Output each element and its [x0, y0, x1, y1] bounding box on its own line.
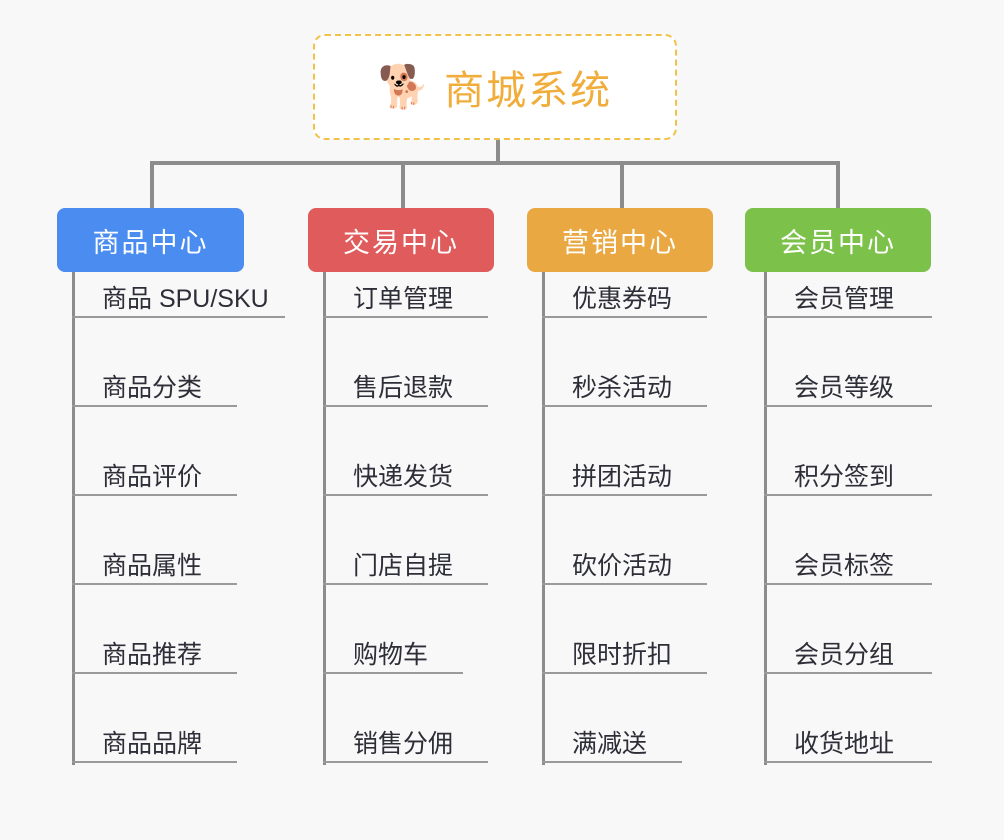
leaf-label: 满减送 [572, 730, 648, 758]
leaf-item[interactable]: 订单管理 [323, 272, 488, 318]
leaf-item[interactable]: 销售分佣 [323, 717, 488, 763]
category-label: 商品中心 [92, 227, 209, 258]
leaf-item[interactable]: 秒杀活动 [542, 361, 707, 407]
leaf-label: 会员标签 [794, 552, 895, 580]
branch-trunk [542, 272, 545, 765]
leaf-item[interactable]: 会员分组 [764, 628, 932, 674]
leaf-item[interactable]: 售后退款 [323, 361, 488, 407]
leaf-item[interactable]: 会员标签 [764, 539, 932, 585]
shiba-dog-icon: 🐕 [377, 63, 431, 110]
leaf-item[interactable]: 商品品牌 [72, 717, 237, 763]
leaf-label: 商品推荐 [102, 641, 203, 669]
leaf-item[interactable]: 满减送 [542, 717, 682, 763]
branch-trunk [764, 272, 767, 765]
leaf-label: 收货地址 [794, 730, 895, 758]
leaf-label: 商品属性 [102, 552, 203, 580]
leaf-label: 限时折扣 [572, 641, 673, 669]
branch-trunk [323, 272, 326, 765]
leaf-label: 门店自提 [353, 552, 454, 580]
category-header[interactable]: 商品中心 [57, 208, 244, 272]
category-label: 会员中心 [780, 227, 896, 258]
connector-drop-3 [620, 161, 624, 209]
leaf-label: 会员管理 [794, 285, 895, 313]
leaf-item[interactable]: 会员管理 [764, 272, 932, 318]
leaf-item[interactable]: 砍价活动 [542, 539, 707, 585]
leaf-item[interactable]: 会员等级 [764, 361, 932, 407]
leaf-label: 快递发货 [353, 463, 454, 491]
category-header[interactable]: 营销中心 [527, 208, 713, 272]
connector-drop-2 [401, 161, 405, 209]
leaf-label: 销售分佣 [353, 730, 454, 758]
leaf-item[interactable]: 优惠券码 [542, 272, 707, 318]
leaf-item[interactable]: 商品推荐 [72, 628, 237, 674]
leaf-item[interactable]: 购物车 [323, 628, 463, 674]
leaf-label: 商品评价 [102, 463, 203, 491]
leaf-item[interactable]: 商品 SPU/SKU [72, 272, 285, 318]
leaf-label: 购物车 [353, 641, 429, 669]
connector-drop-4 [836, 161, 840, 209]
leaf-label: 订单管理 [353, 285, 454, 313]
leaf-item[interactable]: 积分签到 [764, 450, 932, 496]
leaf-label: 优惠券码 [572, 285, 673, 313]
branch-trunk [72, 272, 75, 765]
category-header[interactable]: 会员中心 [745, 208, 931, 272]
connector-bus [150, 161, 840, 165]
leaf-item[interactable]: 拼团活动 [542, 450, 707, 496]
leaf-label: 会员分组 [794, 641, 895, 669]
leaf-item[interactable]: 收货地址 [764, 717, 932, 763]
connector-root-stem [496, 140, 500, 164]
leaf-label: 商品 SPU/SKU [102, 285, 269, 313]
root-node[interactable]: 🐕 商城系统 [313, 34, 677, 140]
leaf-item[interactable]: 商品分类 [72, 361, 237, 407]
connector-drop-1 [150, 161, 154, 209]
root-title: 商城系统 [444, 69, 613, 113]
category-label: 交易中心 [343, 227, 459, 258]
leaf-item[interactable]: 限时折扣 [542, 628, 707, 674]
leaf-label: 砍价活动 [572, 552, 673, 580]
leaf-label: 商品品牌 [102, 730, 203, 758]
leaf-item[interactable]: 门店自提 [323, 539, 488, 585]
leaf-label: 售后退款 [353, 374, 454, 402]
leaf-label: 会员等级 [794, 374, 895, 402]
leaf-label: 积分签到 [794, 463, 895, 491]
leaf-label: 拼团活动 [572, 463, 673, 491]
leaf-item[interactable]: 快递发货 [323, 450, 488, 496]
category-label: 营销中心 [562, 227, 678, 258]
leaf-item[interactable]: 商品评价 [72, 450, 237, 496]
leaf-item[interactable]: 商品属性 [72, 539, 237, 585]
leaf-label: 秒杀活动 [572, 374, 673, 402]
leaf-label: 商品分类 [102, 374, 203, 402]
category-header[interactable]: 交易中心 [308, 208, 494, 272]
